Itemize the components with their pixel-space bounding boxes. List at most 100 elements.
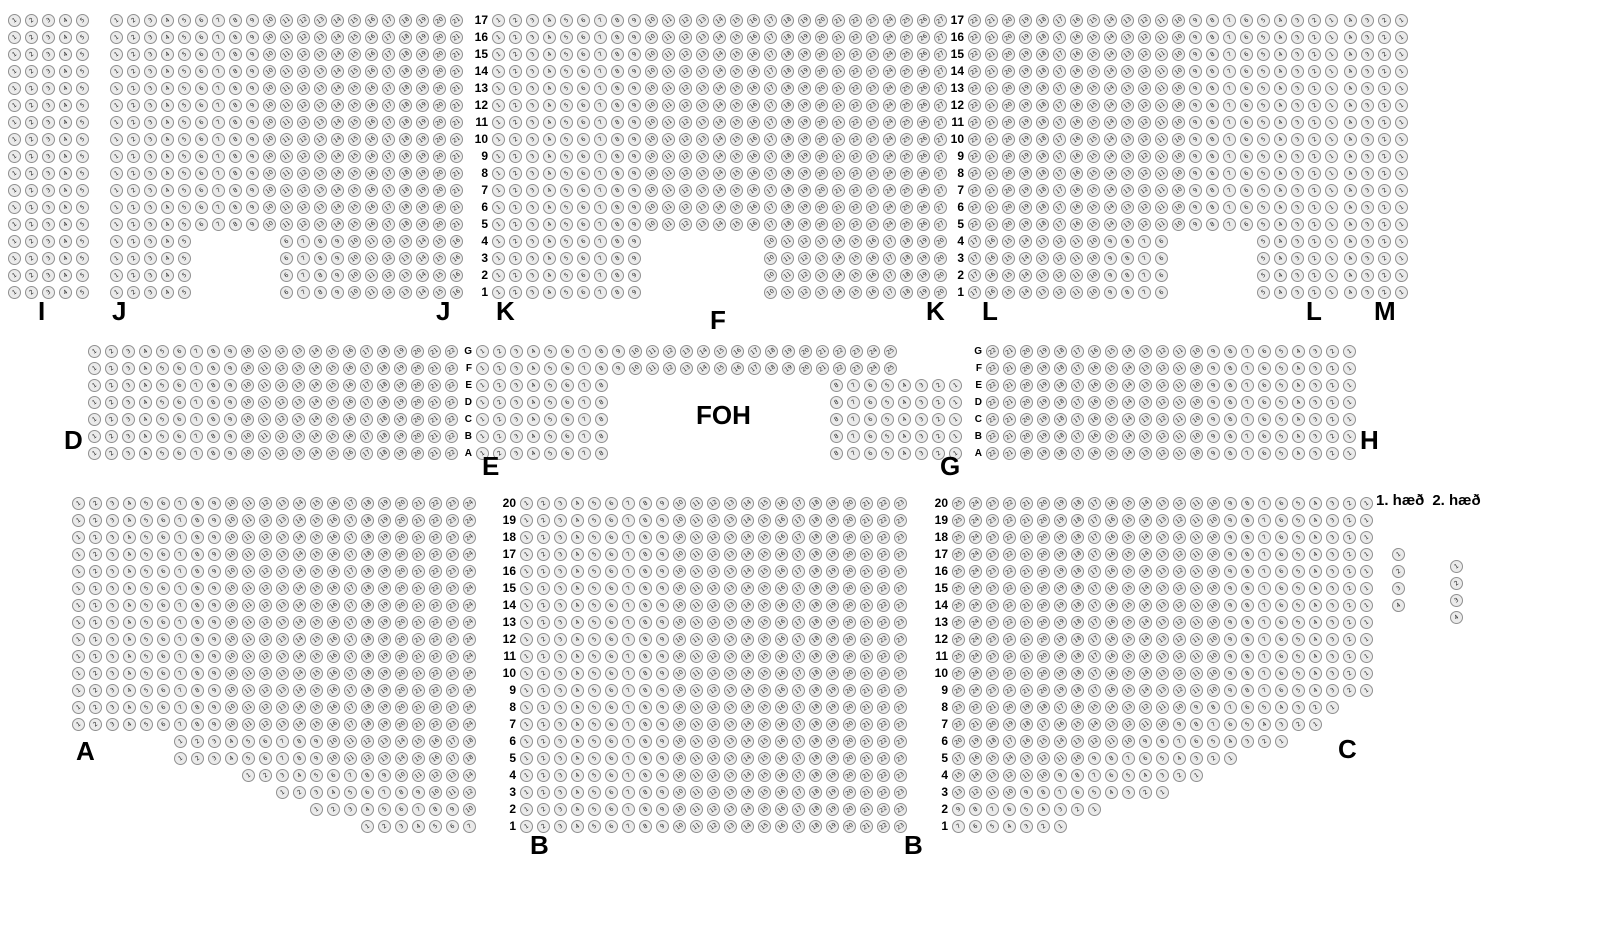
seat[interactable]: 8 xyxy=(229,133,242,146)
seat[interactable]: 7 xyxy=(212,99,225,112)
seat[interactable]: 21 xyxy=(428,345,441,358)
seat[interactable]: 10 xyxy=(1087,269,1100,282)
seat[interactable]: 2 xyxy=(509,14,522,27)
seat[interactable]: 2 xyxy=(1378,31,1391,44)
seat[interactable]: 18 xyxy=(1054,379,1067,392)
seat[interactable]: 1 xyxy=(110,65,123,78)
seat[interactable]: 4 xyxy=(161,31,174,44)
seat[interactable]: 6 xyxy=(173,447,186,460)
seat[interactable]: 6 xyxy=(173,430,186,443)
seat[interactable]: 6 xyxy=(1240,150,1253,163)
seat[interactable]: 21 xyxy=(428,362,441,375)
seat[interactable]: 17 xyxy=(792,718,805,731)
seat[interactable]: 9 xyxy=(1189,65,1202,78)
seat[interactable]: 4 xyxy=(327,786,340,799)
seat[interactable]: 17 xyxy=(968,252,981,265)
seat[interactable]: 16 xyxy=(327,531,340,544)
seat[interactable]: 14 xyxy=(697,345,710,358)
seat[interactable]: 3 xyxy=(554,667,567,680)
seat[interactable]: 13 xyxy=(276,582,289,595)
seat[interactable]: 6 xyxy=(1240,82,1253,95)
seat[interactable]: 16 xyxy=(327,718,340,731)
seat[interactable]: 7 xyxy=(174,667,187,680)
seat[interactable]: 27 xyxy=(934,167,947,180)
seat[interactable]: 11 xyxy=(344,752,357,765)
seat[interactable]: 2 xyxy=(1378,48,1391,61)
seat[interactable]: 1 xyxy=(88,447,101,460)
seat[interactable]: 1 xyxy=(72,633,85,646)
seat[interactable]: 22 xyxy=(968,82,981,95)
seat[interactable]: 6 xyxy=(280,252,293,265)
seat[interactable]: 4 xyxy=(571,650,584,663)
seat[interactable]: 3 xyxy=(1361,31,1374,44)
seat[interactable]: 1 xyxy=(1395,201,1408,214)
seat[interactable]: 4 xyxy=(161,82,174,95)
seat[interactable]: 10 xyxy=(241,430,254,443)
seat[interactable]: 8 xyxy=(639,684,652,697)
seat[interactable]: 18 xyxy=(399,99,412,112)
seat[interactable]: 16 xyxy=(1070,99,1083,112)
seat[interactable]: 3 xyxy=(1291,48,1304,61)
seat[interactable]: 5 xyxy=(178,269,191,282)
seat[interactable]: 16 xyxy=(1070,184,1083,197)
seat[interactable]: 16 xyxy=(747,218,760,231)
seat[interactable]: 10 xyxy=(225,633,238,646)
seat[interactable]: 3 xyxy=(915,430,928,443)
seat[interactable]: 16 xyxy=(327,565,340,578)
seat[interactable]: 5 xyxy=(178,252,191,265)
seat[interactable]: 6 xyxy=(605,735,618,748)
seat[interactable]: 7 xyxy=(1241,362,1254,375)
seat[interactable]: 2 xyxy=(509,252,522,265)
seat[interactable]: 23 xyxy=(446,565,459,578)
seat[interactable]: 1 xyxy=(492,31,505,44)
seat[interactable]: 14 xyxy=(1104,14,1117,27)
seat[interactable]: 10 xyxy=(645,31,658,44)
seat[interactable]: 13 xyxy=(1121,48,1134,61)
seat[interactable]: 3 xyxy=(106,514,119,527)
seat[interactable]: 19 xyxy=(1019,48,1032,61)
seat[interactable]: 15 xyxy=(433,286,446,299)
seat[interactable]: 7 xyxy=(594,269,607,282)
seat[interactable]: 15 xyxy=(1087,167,1100,180)
seat[interactable]: 5 xyxy=(156,396,169,409)
seat[interactable]: 4 xyxy=(59,252,72,265)
seat[interactable]: 6 xyxy=(1258,345,1271,358)
seat[interactable]: 10 xyxy=(673,548,686,561)
seat[interactable]: 16 xyxy=(866,252,879,265)
seat[interactable]: 4 xyxy=(123,667,136,680)
seat[interactable]: 5 xyxy=(1257,167,1270,180)
seat[interactable]: 19 xyxy=(416,150,429,163)
seat[interactable]: 19 xyxy=(826,531,839,544)
seat[interactable]: 1 xyxy=(1395,82,1408,95)
seat[interactable]: 4 xyxy=(139,362,152,375)
seat[interactable]: 3 xyxy=(554,633,567,646)
seat[interactable]: 11 xyxy=(1173,430,1186,443)
seat[interactable]: 17 xyxy=(1053,31,1066,44)
seat[interactable]: 6 xyxy=(157,650,170,663)
seat[interactable]: 20 xyxy=(815,82,828,95)
seat[interactable]: 13 xyxy=(724,531,737,544)
seat[interactable]: 13 xyxy=(724,735,737,748)
seat[interactable]: 3 xyxy=(106,616,119,629)
seat[interactable]: 17 xyxy=(1053,65,1066,78)
seat[interactable]: 2 xyxy=(127,269,140,282)
seat[interactable]: 11 xyxy=(662,14,675,27)
seat[interactable]: 19 xyxy=(394,396,407,409)
seat[interactable]: 4 xyxy=(123,548,136,561)
seat[interactable]: 6 xyxy=(195,65,208,78)
seat[interactable]: 20 xyxy=(934,235,947,248)
seat[interactable]: 1 xyxy=(520,565,533,578)
seat[interactable]: 20 xyxy=(815,31,828,44)
seat[interactable]: 18 xyxy=(900,286,913,299)
seat[interactable]: 7 xyxy=(847,379,860,392)
seat[interactable]: 17 xyxy=(1071,396,1084,409)
seat[interactable]: 4 xyxy=(59,31,72,44)
seat[interactable]: 2 xyxy=(1308,269,1321,282)
seat[interactable]: 24 xyxy=(883,48,896,61)
seat[interactable]: 3 xyxy=(1291,65,1304,78)
seat[interactable]: 11 xyxy=(662,167,675,180)
seat[interactable]: 22 xyxy=(849,133,862,146)
seat[interactable]: 11 xyxy=(662,65,675,78)
seat[interactable]: 10 xyxy=(263,167,276,180)
seat[interactable]: 17 xyxy=(792,582,805,595)
